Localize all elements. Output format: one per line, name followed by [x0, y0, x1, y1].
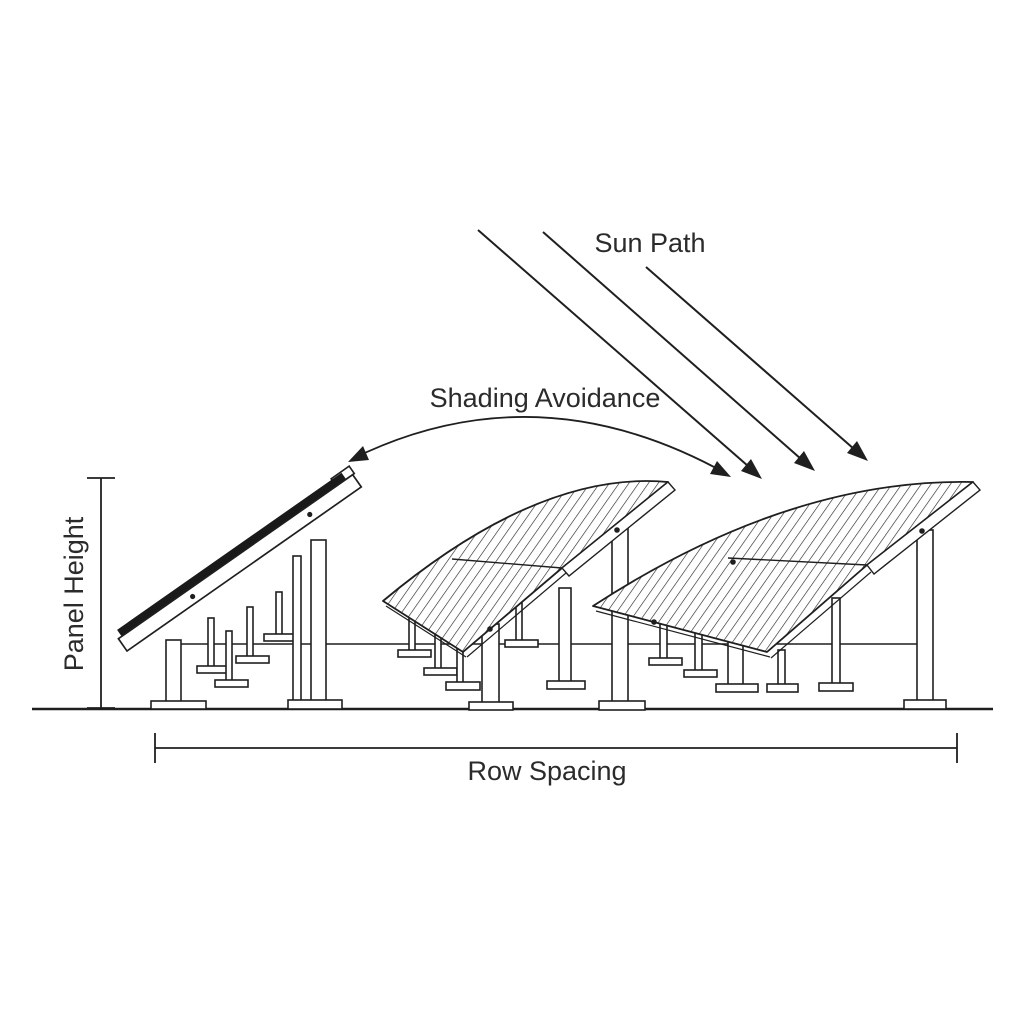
panel-edge-lip: [866, 481, 982, 575]
support-post: [207, 617, 215, 669]
rear-footing: [287, 699, 343, 710]
sun-ray-arrow: [477, 229, 762, 479]
shading-avoidance-label: Shading Avoidance: [430, 383, 661, 413]
bolt-dot: [651, 619, 657, 625]
support-foot: [683, 669, 718, 678]
panel-under-edge: [385, 605, 467, 658]
bolt-dot: [730, 559, 736, 565]
bolt-dot: [190, 593, 196, 600]
tall-leg: [916, 529, 934, 702]
support-foot: [504, 639, 539, 648]
solar-array-row-1: [117, 465, 363, 710]
rear-footing: [546, 680, 586, 690]
arrowhead: [710, 461, 731, 477]
rear-leg: [292, 555, 302, 702]
support-post: [225, 630, 233, 683]
arrowhead: [348, 446, 369, 462]
support-foot: [196, 665, 231, 674]
panel-height-dimension: [87, 477, 115, 709]
sun-path-arrows: [477, 229, 868, 479]
panel-front-lip: [770, 571, 872, 659]
panel-seam: [727, 557, 868, 566]
support-post: [275, 591, 283, 637]
sun-ray-arrow: [542, 231, 815, 471]
bolt-dot: [919, 528, 925, 534]
support-foot: [397, 649, 432, 658]
support-foot: [423, 667, 458, 676]
support-legs: [150, 539, 343, 710]
front-footing: [715, 683, 759, 693]
rear-footing: [818, 682, 854, 692]
arrowhead: [741, 459, 762, 479]
tall-footing: [903, 699, 947, 710]
sun-ray-arrow: [645, 266, 868, 461]
solar-array-row-3: [592, 481, 982, 710]
front-leg: [165, 639, 182, 703]
panel-height-label: Panel Height: [59, 516, 89, 671]
panel-front-lip: [466, 572, 567, 658]
support-foot: [235, 655, 270, 664]
rear-leg: [310, 539, 327, 702]
bolt-dot: [307, 511, 313, 518]
arrowhead: [794, 451, 815, 471]
sun-path-label: Sun Path: [594, 228, 705, 258]
arrowhead: [847, 441, 868, 461]
support-foot: [263, 633, 298, 642]
bolt-dot: [487, 626, 493, 632]
front-footing: [468, 701, 514, 711]
support-foot: [648, 657, 683, 666]
rear-leg: [831, 597, 841, 685]
panel-frame: [117, 473, 363, 653]
panel-under-edge: [595, 610, 771, 658]
shading-avoidance-arc: [348, 416, 731, 477]
support-foot: [445, 681, 481, 691]
support-foot: [214, 679, 249, 688]
bolt-dot: [614, 527, 620, 533]
panel-surface: [592, 481, 974, 653]
row-spacing-dimension: [154, 733, 958, 763]
tall-footing: [598, 700, 646, 711]
tilted-panel: [117, 465, 363, 653]
panel-seam: [451, 558, 563, 569]
front-footing: [150, 700, 207, 710]
panel-dark-face: [117, 472, 347, 638]
front-leg: [481, 623, 500, 704]
support-post: [246, 606, 254, 659]
row-spacing-label: Row Spacing: [467, 756, 626, 786]
support-post: [777, 649, 786, 687]
support-foot: [766, 683, 799, 693]
support-legs: [648, 529, 947, 710]
rear-leg: [558, 587, 572, 683]
